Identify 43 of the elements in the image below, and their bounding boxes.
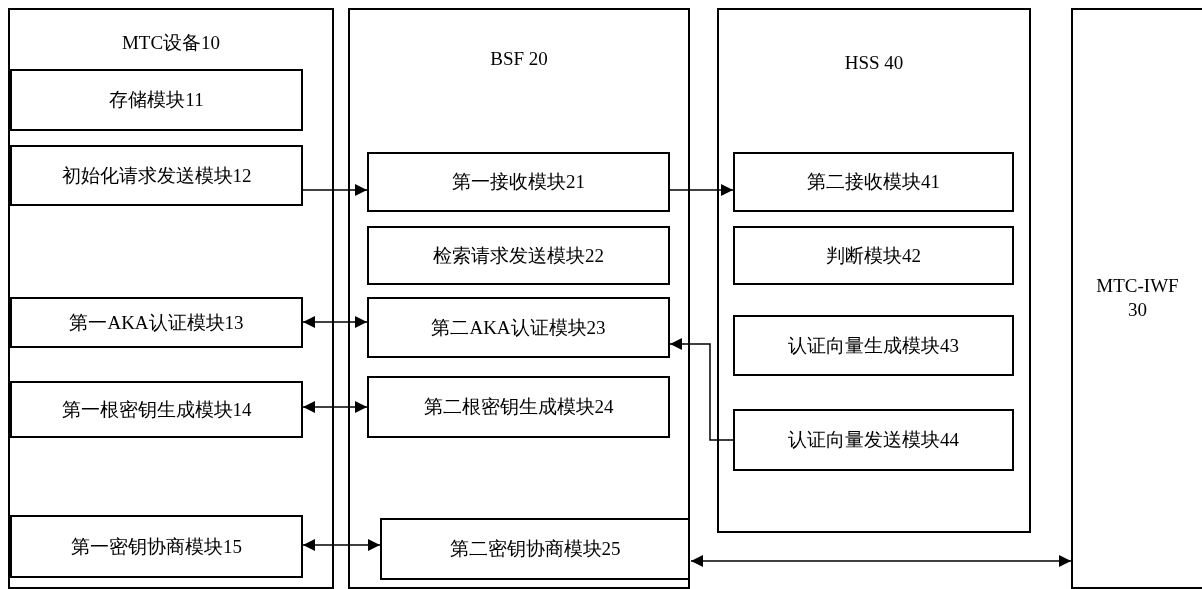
module-label: 第一密钥协商模块15 [71,534,242,559]
arrow [669,184,734,196]
panel-title: BSF 20 [489,48,549,70]
module-box [367,376,670,438]
entity-panel [1071,8,1202,589]
module-box [733,226,1014,285]
arrow [690,555,1072,567]
module-label: 第一接收模块21 [452,170,585,194]
module-label: 检索请求发送模块22 [433,243,604,268]
group-panel [717,8,1031,533]
module-box [10,297,303,348]
module-box [367,152,670,212]
module-box [380,518,690,580]
module-label: 判断模块42 [826,243,921,268]
panel-title: HSS 40 [843,52,905,74]
module-label: 第二接收模块41 [807,170,940,194]
panel-title: MTC-IWF 30 [1095,273,1180,323]
module-label: 第一根密钥生成模块14 [61,397,252,422]
module-box [367,226,670,285]
module-box [367,297,670,358]
module-label: 初始化请求发送模块12 [61,163,252,188]
group-panel [8,8,334,589]
module-box [10,145,303,206]
module-box [10,515,303,578]
module-box [10,69,303,131]
module-box [733,409,1014,471]
group-panel [348,8,690,589]
module-label: 第二密钥协商模块25 [449,537,621,561]
module-box [733,315,1014,376]
arrow [302,184,368,196]
panel-title: MTC设备10 [120,31,222,55]
module-label: 认证向量发送模块44 [788,428,959,452]
module-label: 第二根密钥生成模块24 [423,395,614,419]
arrow [302,401,368,413]
arrow [302,539,381,551]
arrow [669,338,734,441]
module-label: 存储模块11 [109,88,204,112]
module-box [733,152,1014,212]
module-label: 第一AKA认证模块13 [69,310,244,335]
module-box [10,381,303,438]
module-label: 认证向量生成模块43 [788,333,959,358]
arrow [302,316,368,328]
module-label: 第二AKA认证模块23 [431,315,606,340]
